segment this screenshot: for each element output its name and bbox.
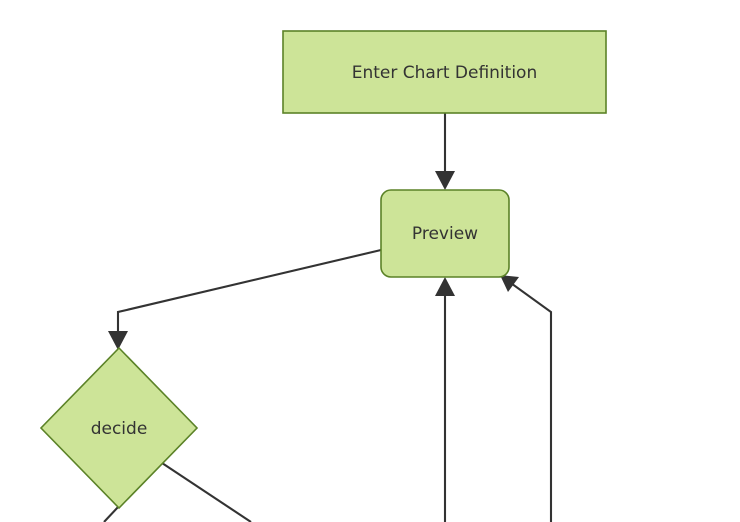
node-decide-label: decide bbox=[91, 419, 148, 439]
edge-decide-bottom-right-line bbox=[158, 460, 252, 522]
edge-decide-bottom-left[interactable] bbox=[103, 505, 120, 522]
node-decide-shape bbox=[39, 346, 199, 510]
edge-preview-to-decide[interactable] bbox=[108, 248, 382, 350]
edge-bottom-right-to-preview-line bbox=[507, 280, 553, 522]
node-enter-chart-definition-shape bbox=[282, 30, 607, 114]
edge-bottom-right-to-preview-arrowhead bbox=[500, 275, 519, 292]
edge-enter-to-preview-arrowhead bbox=[435, 171, 455, 190]
edge-layer bbox=[103, 113, 553, 522]
edge-bottom-right-to-preview[interactable] bbox=[500, 275, 553, 522]
edge-preview-to-decide-arrowhead bbox=[108, 331, 128, 350]
edge-preview-to-decide-line bbox=[116, 248, 382, 341]
edge-decide-bottom-left-line bbox=[103, 505, 120, 522]
edge-bottom-center-to-preview[interactable] bbox=[435, 277, 455, 522]
node-preview-shape bbox=[380, 189, 510, 278]
node-preview[interactable]: Preview bbox=[380, 189, 510, 278]
node-enter-chart-definition-label: Enter Chart Definition bbox=[352, 63, 537, 83]
node-enter-chart-definition[interactable]: Enter Chart Definition bbox=[282, 30, 607, 114]
edge-enter-to-preview[interactable] bbox=[435, 113, 455, 190]
edge-decide-bottom-right[interactable] bbox=[158, 460, 252, 522]
edge-bottom-center-to-preview-arrowhead bbox=[435, 277, 455, 296]
node-decide[interactable]: decide bbox=[39, 346, 199, 510]
node-preview-label: Preview bbox=[412, 224, 478, 244]
node-layer: Enter Chart Definition Preview decide bbox=[39, 30, 607, 510]
